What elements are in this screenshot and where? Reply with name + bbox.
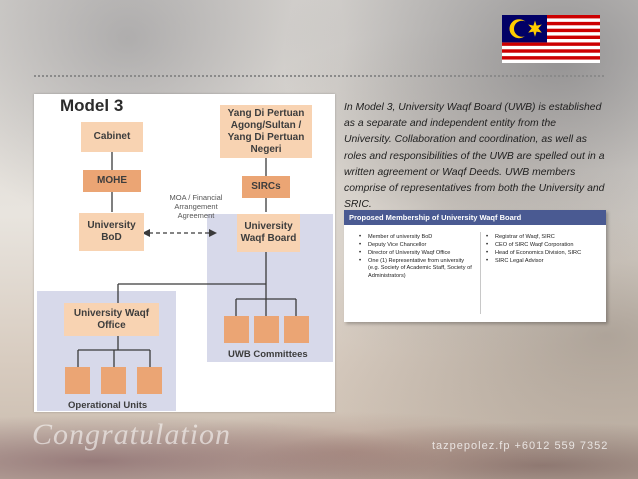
dotted-divider [34, 75, 604, 77]
mohe-box: MOHE [83, 170, 141, 192]
moa-label: MOA / Financial Arrangement Agreement [169, 193, 223, 220]
cabinet-box: Cabinet [81, 122, 143, 152]
yang-di-pertuan-box: Yang Di Pertuan Agong/Sultan / Yang Di P… [220, 105, 312, 158]
list-item: SIRC Legal Advisor [485, 258, 597, 266]
column-divider [480, 232, 481, 314]
sirc-members-list: Registrar of Waqf, SIRC CEO of SIRC Waqf… [485, 234, 597, 266]
list-item: Registrar of Waqf, SIRC [485, 234, 597, 242]
malaysia-flag-icon [502, 15, 600, 63]
list-item: Member of university BoD [358, 234, 476, 242]
list-item: CEO of SIRC Waqf Corporation [485, 242, 597, 250]
membership-panel: Proposed Membership of University Waqf B… [344, 210, 606, 322]
list-item: One (1) Representative from university (… [358, 258, 476, 280]
operational-unit-box-2 [101, 367, 126, 394]
list-item: Director of University Waqf Office [358, 250, 476, 258]
operational-unit-box-3 [137, 367, 162, 394]
membership-header: Proposed Membership of University Waqf B… [344, 210, 606, 225]
sircs-box: SIRCs [242, 176, 290, 198]
university-waqf-office-box: University Waqf Office [64, 303, 159, 336]
university-members-list: Member of university BoD Deputy Vice Cha… [358, 234, 476, 281]
watermark-congratulation: Congratulation [32, 418, 232, 451]
list-item: Deputy Vice Chancellor [358, 242, 476, 250]
committee-box-2 [254, 316, 279, 343]
university-waqf-board-box: University Waqf Board [237, 214, 300, 252]
operational-units-label: Operational Units [68, 400, 148, 411]
committee-box-3 [284, 316, 309, 343]
committee-box-1 [224, 316, 249, 343]
model-description: In Model 3, University Waqf Board (UWB) … [344, 102, 605, 211]
operational-unit-box-1 [65, 367, 90, 394]
watermark-contact: tazpepolez.fp +6012 559 7352 [432, 440, 609, 452]
uwb-committees-label: UWB Committees [228, 349, 308, 360]
list-item: Head of Economics Division, SIRC [485, 250, 597, 258]
university-bod-box: University BoD [79, 213, 144, 251]
model-3-diagram: Model 3 Yang Di Pertuan Agong/Sultan / Y… [34, 94, 335, 412]
diagram-title: Model 3 [60, 96, 124, 115]
